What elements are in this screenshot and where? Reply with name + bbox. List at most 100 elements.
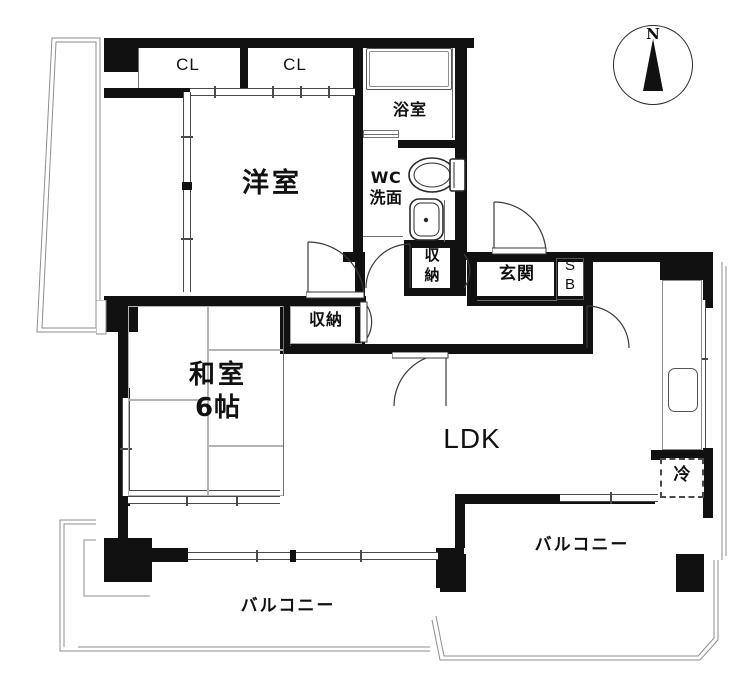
label-storage-2: 収納 [308, 310, 343, 329]
door-entrance-ldk [586, 305, 630, 349]
window-mullion-e1 [610, 492, 612, 504]
wall-top-exterior [104, 38, 474, 48]
entrance-step [477, 300, 555, 301]
window-ldk-south-slider [188, 552, 438, 560]
window-mullion-d [328, 86, 330, 98]
bathtub-icon [366, 48, 452, 90]
wall-east-exterior-3 [703, 448, 713, 518]
wall-ldk-top-right [583, 252, 713, 262]
label-storage-1-line2: 納 [424, 266, 440, 284]
label-shoebox-line2: B [564, 276, 575, 293]
window-mullion-w1 [181, 136, 193, 138]
kitchen-counter [662, 280, 702, 450]
label-entrance: 玄関 [499, 264, 535, 284]
label-wc-line2: 洗面 [369, 188, 403, 207]
label-japanese-room-size: 6帖 [194, 393, 242, 423]
storage2-inner-line [290, 345, 291, 346]
compass-north-label: N [646, 25, 660, 43]
wall-bath-right [455, 38, 467, 92]
window-mullion-k1 [696, 358, 708, 360]
compass-ring [613, 25, 693, 105]
wall-shoebox-right [583, 252, 593, 354]
door-western-room [306, 241, 365, 299]
wall-east-exterior [703, 252, 713, 298]
wall-storage1-top [404, 240, 466, 248]
label-japanese-room: 和室 [188, 360, 247, 390]
label-storage-1-line1: 収 [424, 246, 440, 264]
door-storage-2 [360, 301, 373, 343]
window-mullion-s1 [256, 550, 258, 562]
wall-closet-bottom [104, 88, 190, 98]
compass-rose: N [613, 25, 693, 105]
door-washitsu-left [96, 300, 107, 335]
bathtub-inner [369, 51, 449, 87]
wall-bath-left [353, 38, 363, 260]
wall-storage2-top [280, 296, 366, 306]
compass-needle-icon [643, 39, 663, 91]
kitchen-sink-icon [668, 368, 698, 412]
window-ldk-east-balcony [560, 494, 658, 502]
window-mullion-w3 [181, 238, 193, 240]
label-shoebox-line1: S [564, 257, 575, 274]
label-balcony-south: バルコニー [240, 596, 336, 616]
pillar-washitsu-w-bot [118, 496, 130, 506]
label-balcony-east: バルコニー [534, 535, 630, 555]
pillar-east-balcony-right [676, 554, 704, 592]
partition-wc-bottom-thin [363, 236, 403, 237]
window-mullion-b [272, 86, 274, 98]
wall-corridor-top [343, 252, 365, 262]
pillar-east-balcony-left [440, 554, 466, 592]
label-closet-1: CL [176, 55, 200, 74]
label-closet-2: CL [283, 55, 307, 74]
wall-entrance-top [467, 252, 591, 262]
pillar-top-left [104, 38, 138, 72]
label-western-room: 洋室 [242, 168, 302, 199]
washbasin-icon [409, 198, 444, 241]
wall-balcony-ledge-left [128, 548, 188, 562]
wall-storage1-bottom [404, 288, 466, 296]
wall-kitchen-bottom [651, 450, 703, 460]
wall-corridor-bottom [282, 344, 482, 354]
closet1-inner [138, 48, 139, 88]
wall-closet-divider [240, 42, 248, 92]
wall-ldk-south-left [455, 494, 465, 548]
partition-storage-thin [444, 200, 445, 242]
label-refrigerator: 冷 [673, 465, 691, 485]
label-ldk: LDK [443, 423, 501, 454]
window-mullion-c [300, 86, 302, 98]
window-washitsu-south [128, 496, 280, 504]
wall-bath-wc-divider [398, 140, 455, 148]
partition-bath-band [363, 134, 399, 135]
wall-ldk-south [455, 494, 655, 504]
toilet-icon [408, 157, 466, 193]
refrigerator-space-box [660, 458, 704, 498]
window-mullion-ws2 [236, 494, 238, 506]
window-mullion-s3 [360, 550, 362, 562]
shoe-box-cell [556, 258, 584, 300]
tatami-edge-right [283, 306, 284, 496]
label-bathroom: 浴室 [392, 100, 427, 119]
partition-bath-right-thin [452, 48, 453, 138]
wall-storage1-right [450, 240, 466, 296]
door-entrance [492, 201, 547, 255]
bath-vestibule [363, 130, 399, 138]
window-mullion-a [214, 86, 216, 98]
wall-entrance-bottom [467, 296, 583, 306]
window-western-west [183, 92, 191, 292]
door-ldk-hall [392, 352, 449, 407]
window-mullion-s2 [290, 550, 296, 562]
window-mullion-ws1 [186, 494, 188, 506]
pillar-washitsu-w-top [118, 388, 130, 398]
wall-washitsu-south-stub [118, 500, 128, 556]
label-wc-line1: WC [370, 168, 402, 187]
wall-washitsu-top [118, 296, 290, 306]
window-mullion-w2 [182, 182, 192, 190]
wall-entrance-corridor-bottom [470, 344, 590, 354]
wall-entrance-left [467, 252, 477, 304]
wall-storage1-left [404, 240, 412, 296]
door-storage-1 [463, 253, 471, 289]
door-wc [365, 243, 411, 289]
window-mullion-ww1 [120, 448, 132, 450]
